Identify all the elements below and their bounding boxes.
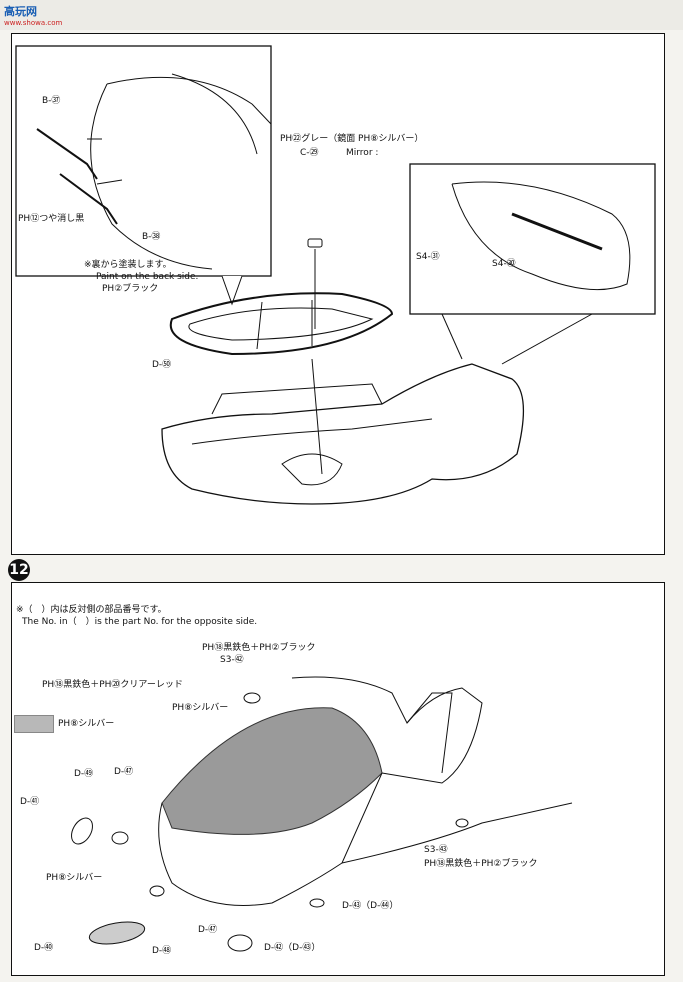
watermark-logo: 高玩网 www.showa.com (4, 5, 63, 27)
part-label-s4-71: S4-㉛ (416, 252, 440, 262)
bottom-panel-drawing (71, 676, 573, 952)
paint-label-ph8-a: PH⑧シルバー (172, 703, 229, 713)
opposite-side-note-jp: ※（ ）内は反対側の部品番号です。 (16, 605, 167, 615)
paint-label-clear-red: PH⑱黒鉄色＋PH⑳クリアーレッド (42, 680, 183, 690)
part-label-d58: D-㊽ (152, 946, 172, 956)
part-label-d59: D-㊾ (74, 769, 94, 779)
step-number: 12 (8, 559, 30, 581)
opposite-side-note-en: The No. in（ ）is the part No. for the opp… (22, 617, 258, 627)
part-label-s4-70: S4-㉚ (492, 259, 516, 269)
part-label-s3-68: S3-㊸ (424, 845, 448, 855)
backside-note-en: Paint on the back side. (96, 272, 199, 282)
legend-silver-label: PH⑧シルバー (58, 719, 115, 729)
paint-label-s67: PH⑱黒鉄色＋PH②ブラック (202, 643, 316, 653)
part-label-c29: C-㉙ (300, 148, 319, 158)
part-label-d60: D-㊵ (34, 943, 54, 953)
part-label-d50: D-㊿ (152, 360, 172, 370)
assembly-panel-top: B-㊲ PH⑫つや消し黒 B-㊳ PH㉒グレー（鏡面 PH⑧シルバー） C-㉙ … (11, 33, 665, 555)
paint-label-s68: PH⑱黒鉄色＋PH②ブラック (424, 859, 538, 869)
part-label-d72: D-㊷（D-㊸） (264, 943, 321, 953)
paint-label-ph8-b: PH⑧シルバー (46, 873, 103, 883)
mirror-label: Mirror : (346, 148, 379, 158)
backside-note-jp: ※裏から塗装します。 (84, 260, 172, 270)
legend-swatch-silver (14, 715, 54, 733)
part-label-d57b: D-㊼ (198, 925, 218, 935)
header-strip (0, 0, 683, 30)
part-label-d61: D-㊶ (20, 797, 40, 807)
part-label-d53: D-㊸（D-㊹） (342, 901, 399, 911)
paint-label-ph12: PH⑫つや消し黒 (18, 214, 85, 224)
part-label-b37: B-㊲ (42, 96, 61, 106)
paint-label-c29: PH㉒グレー（鏡面 PH⑧シルバー） (280, 134, 424, 144)
assembly-panel-bottom: ※（ ）内は反対側の部品番号です。 The No. in（ ）is the pa… (11, 582, 665, 976)
part-label-d57: D-㊼ (114, 767, 134, 777)
paint-label-ph2: PH②ブラック (102, 284, 159, 294)
part-label-b38: B-㊳ (142, 232, 161, 242)
top-panel-drawing (15, 45, 656, 505)
part-label-s3-67: S3-㊷ (220, 655, 244, 665)
